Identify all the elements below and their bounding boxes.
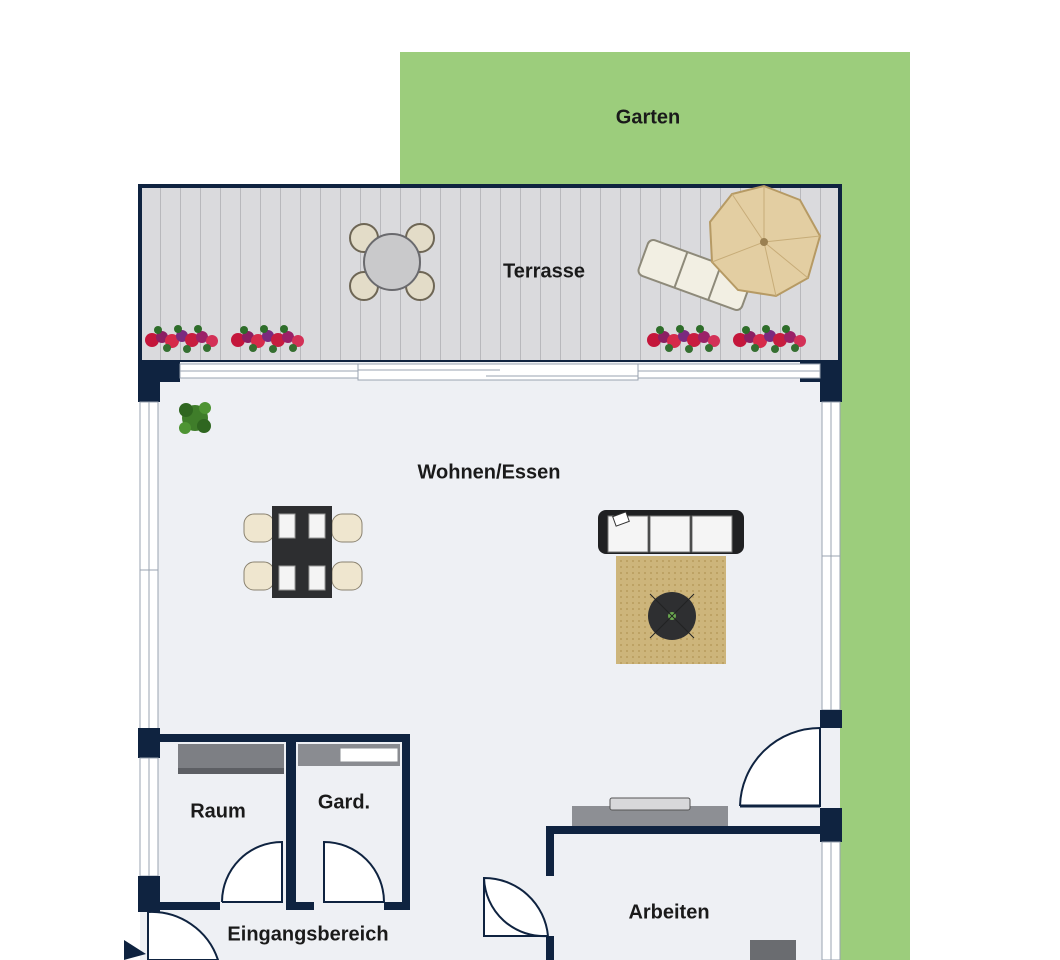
door-swing-wardrobe — [323, 840, 386, 903]
label-office: Arbeiten — [628, 901, 710, 924]
desk-chair-icon — [750, 940, 796, 960]
label-terrace: Terrasse — [503, 260, 585, 283]
plant-icon — [179, 402, 211, 434]
sliding-door-top — [357, 363, 639, 381]
sun-lounger-icon — [637, 239, 753, 311]
wall-storage-right — [402, 734, 410, 910]
coffee-table-icon — [648, 592, 696, 640]
wall-office-left — [546, 826, 554, 876]
wall-storage-top — [158, 734, 410, 742]
wall-right-block-1 — [820, 710, 842, 728]
door-swing-office — [483, 876, 549, 937]
tv-icon — [609, 797, 691, 811]
wall-storage-bottom-right — [384, 902, 410, 910]
terrace-table-icon — [349, 223, 435, 301]
door-swing-garden — [739, 726, 821, 807]
dining-table-icon — [243, 506, 363, 598]
label-storage-room: Raum — [190, 800, 246, 823]
label-garden: Garten — [615, 106, 681, 129]
parasol-icon — [708, 184, 822, 298]
door-swing-storage — [221, 840, 283, 903]
label-wardrobe: Gard. — [317, 791, 371, 814]
wall-corner-nw-vertical — [138, 360, 160, 402]
tv-sideboard — [572, 806, 728, 826]
wall-left-block-2 — [138, 876, 160, 912]
wall-storage-divider — [286, 734, 296, 910]
wall-storage-bottom-left — [158, 902, 220, 910]
wall-office-left-lower — [546, 936, 554, 960]
wall-storage-bottom-mid — [286, 902, 314, 910]
wall-office-top — [546, 826, 840, 834]
label-entrance: Eingangsbereich — [227, 923, 389, 946]
wall-left-block-1 — [138, 728, 160, 758]
entrance-arrow-icon — [124, 940, 146, 960]
wall-right-block-2 — [820, 808, 842, 842]
sofa-icon — [598, 510, 744, 554]
label-living-dining: Wohnen/Essen — [417, 461, 561, 484]
